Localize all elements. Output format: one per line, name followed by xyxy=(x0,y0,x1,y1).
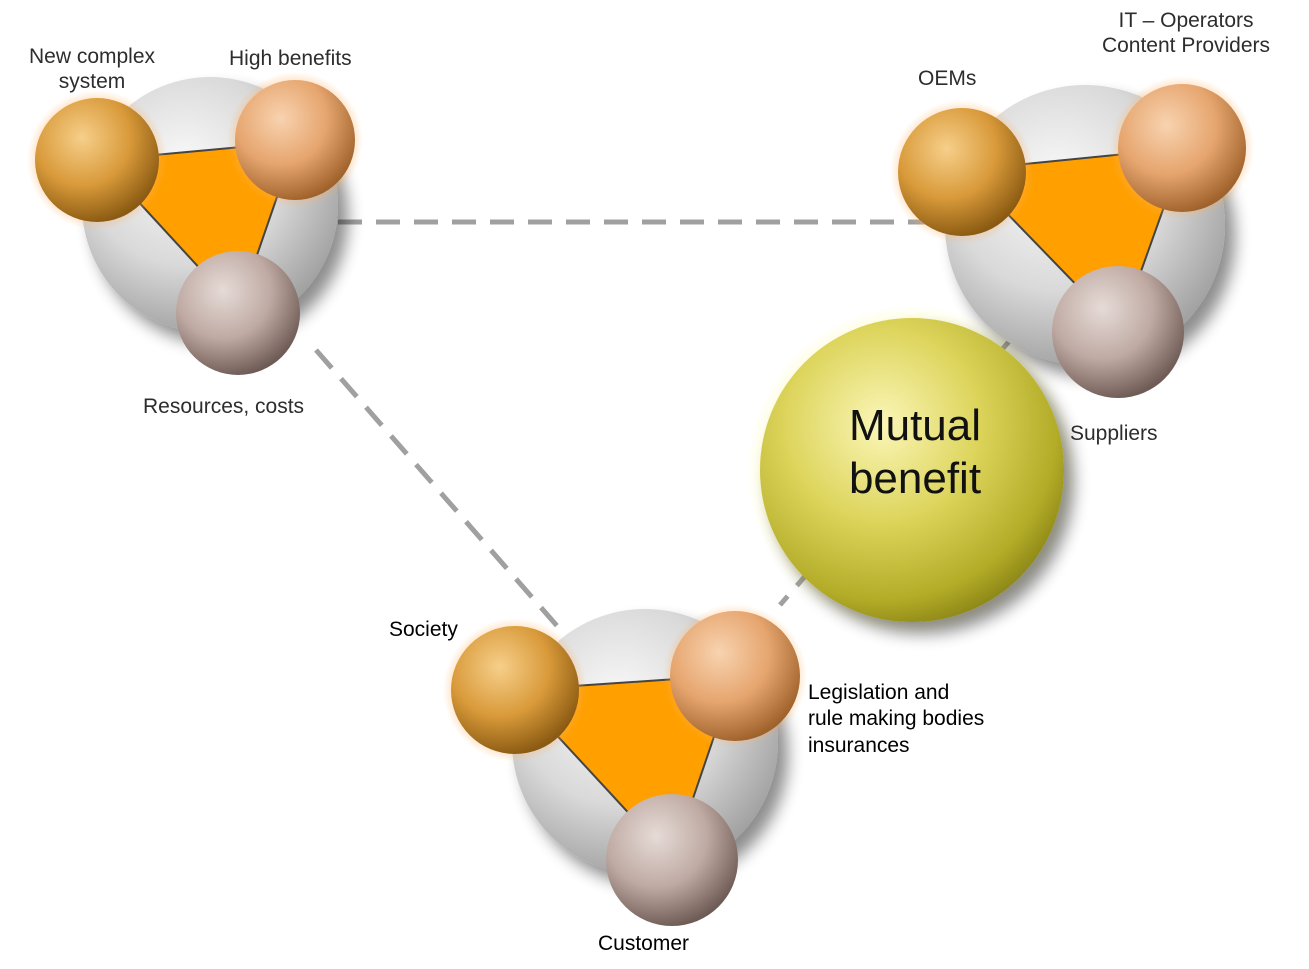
label-suppliers: Suppliers xyxy=(1070,422,1158,445)
sphere-high-benefits xyxy=(235,80,355,200)
sphere-oems xyxy=(898,108,1026,236)
label-high-benefits: High benefits xyxy=(229,47,352,70)
mutual-benefit-group xyxy=(747,305,1077,635)
cluster-bottom xyxy=(443,604,807,926)
mutual-benefit-sphere xyxy=(760,318,1064,622)
cluster-top-left xyxy=(27,72,363,375)
mutual-benefit-line1: Mutual xyxy=(848,401,982,450)
sphere-legislation xyxy=(670,611,800,741)
sphere-new-complex-system xyxy=(35,98,159,222)
label-resources-costs: Resources, costs xyxy=(143,395,305,418)
mutual-benefit-label: Mutual benefit xyxy=(765,400,1065,506)
label-customer: Customer xyxy=(598,932,690,955)
sphere-it-operators xyxy=(1118,84,1246,212)
label-legislation: Legislation and rule making bodies insur… xyxy=(808,681,985,757)
label-it-operators: IT – Operators Content Providers xyxy=(1101,9,1271,58)
connector-left xyxy=(314,348,567,637)
label-society: Society xyxy=(389,618,458,641)
sphere-resources-costs xyxy=(176,251,300,375)
sphere-customer xyxy=(606,794,738,926)
sphere-society xyxy=(451,626,579,754)
cluster-top-right xyxy=(890,76,1254,398)
label-new-complex-system: New complex system xyxy=(28,45,156,94)
sphere-suppliers xyxy=(1052,266,1184,398)
label-oems: OEMs xyxy=(918,67,977,90)
mutual-benefit-line2: benefit xyxy=(848,453,982,503)
